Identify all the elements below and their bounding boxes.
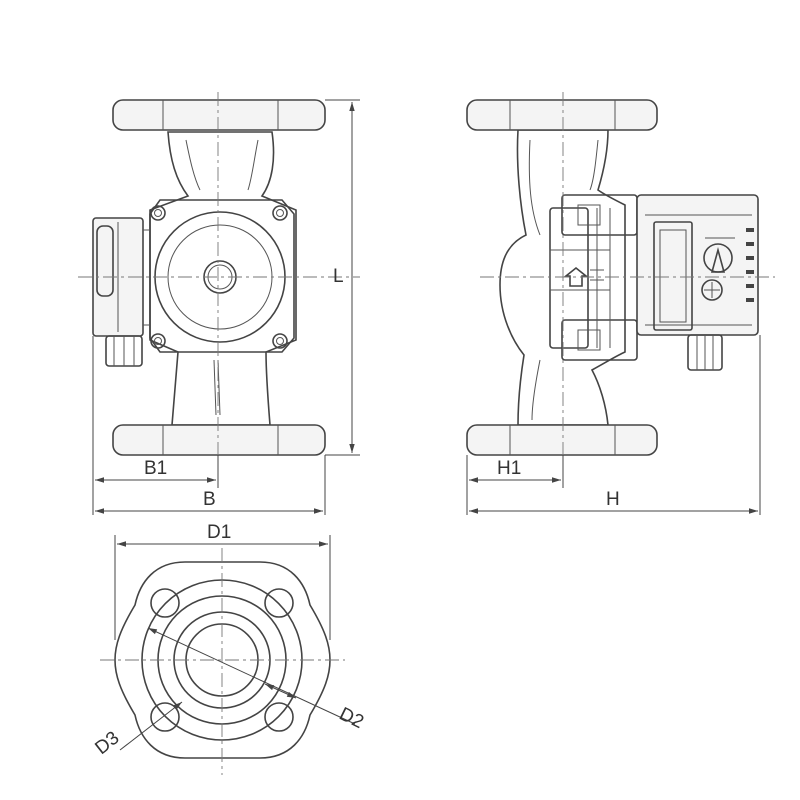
flange-outline xyxy=(114,561,331,759)
dim-line-D3 xyxy=(119,701,183,751)
label-B1: B1 xyxy=(144,458,167,479)
side-view xyxy=(466,92,775,480)
side-cable-gland xyxy=(687,334,723,371)
side-control-head xyxy=(636,194,759,336)
label-D2: D2 xyxy=(336,704,367,734)
side-top-flange xyxy=(466,99,658,131)
flange-bolt-holes xyxy=(150,588,294,732)
front-bottom-flange xyxy=(112,424,326,456)
label-H: H xyxy=(606,489,620,510)
side-display-window xyxy=(653,221,693,331)
flange-view xyxy=(100,548,345,775)
side-casing xyxy=(499,129,626,426)
side-dimensions: H1 H xyxy=(466,335,761,515)
label-L: L xyxy=(333,266,344,287)
front-dimensions: L B1 B xyxy=(92,99,360,515)
label-H1: H1 xyxy=(497,458,521,479)
front-terminal-box xyxy=(92,217,150,367)
label-B: B xyxy=(203,489,216,510)
side-bottom-flange xyxy=(466,424,658,456)
front-top-flange xyxy=(112,99,326,131)
label-D1: D1 xyxy=(207,522,231,543)
front-casing xyxy=(149,131,297,426)
front-view xyxy=(78,92,360,480)
label-D3: D3 xyxy=(91,728,123,760)
dim-line-D2 xyxy=(147,627,356,725)
front-bolts xyxy=(150,205,288,349)
